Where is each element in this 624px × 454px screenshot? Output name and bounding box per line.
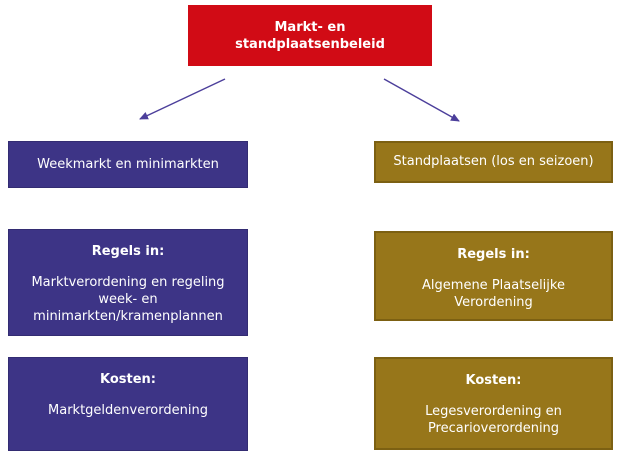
right-costs-title: Kosten:	[465, 373, 522, 388]
left-rules-line3: minimarkten/kramenplannen	[33, 309, 223, 324]
right-branch-header-label: Standplaatsen (los en seizoen)	[393, 154, 594, 169]
root-node-title-line1: Markt- en	[274, 19, 346, 35]
left-branch-costs-node: Kosten: Marktgeldenverordening	[8, 357, 248, 451]
left-costs-title: Kosten:	[100, 372, 156, 387]
right-branch-rules-node: Regels in: Algemene Plaatselijke Verorde…	[374, 231, 613, 321]
left-rules-line2: week- en	[98, 292, 158, 307]
right-costs-line2: Precarioverordening	[427, 421, 560, 436]
left-rules-line1: Marktverordening en regeling	[31, 275, 225, 290]
left-branch-rules-node: Regels in: Marktverordening en regeling …	[8, 229, 248, 336]
right-costs-line1: Legesverordening en	[425, 404, 562, 419]
right-rules-title: Regels in:	[457, 247, 530, 262]
right-rules-line1: Algemene Plaatselijke	[422, 278, 565, 293]
left-costs-line1: Marktgeldenverordening	[48, 403, 208, 418]
arrow-to-left-branch	[139, 78, 226, 120]
right-branch-header-node: Standplaatsen (los en seizoen)	[374, 141, 613, 183]
arrow-to-right-branch	[383, 78, 460, 122]
left-branch-header-label: Weekmarkt en minimarkten	[37, 156, 219, 172]
left-branch-header-node: Weekmarkt en minimarkten	[8, 141, 248, 188]
root-node-title-line2: standplaatsenbeleid	[235, 36, 385, 52]
root-node-markt-en-standplaatsenbeleid: Markt- en standplaatsenbeleid	[188, 5, 432, 66]
right-branch-costs-node: Kosten: Legesverordening en Precariovero…	[374, 357, 613, 450]
right-rules-line2: Verordening	[454, 295, 533, 310]
left-rules-title: Regels in:	[91, 244, 165, 259]
